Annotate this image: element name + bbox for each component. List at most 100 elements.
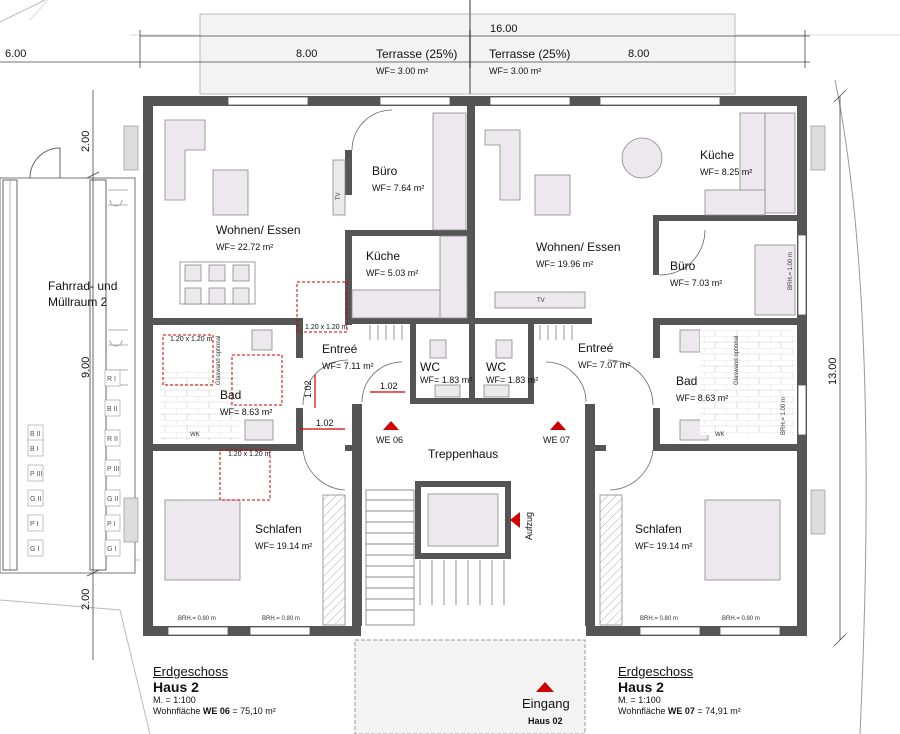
dimension-lines (0, 30, 847, 660)
info-right-area-value: = 74,91 m² (697, 706, 741, 716)
dimension-total: 16.00 (490, 23, 518, 35)
room-schlafen-right-area: WF= 19.14 m² (635, 541, 692, 551)
aufzug-marker-icon (510, 512, 520, 528)
room-kueche-right-name: Küche (700, 148, 734, 162)
brh-label: BRH.= 1.00 m (781, 397, 787, 435)
marker-haus02: Haus 02 (528, 716, 563, 726)
door-dimensions (300, 375, 405, 430)
info-right-area: Wohnfläche WE 07 = 74,91 m² (618, 706, 741, 717)
room-bad-right-name: Bad (676, 374, 697, 388)
info-left-area-value: = 75,10 m² (232, 706, 276, 716)
brh-label: BRH.= 0.80 m (640, 616, 678, 622)
info-left: Erdgeschoss Haus 2 M. = 1:100 Wohnfläche… (153, 664, 276, 717)
door-dimension-2: 1.02 (380, 381, 398, 391)
bike-rack-label: P I (30, 521, 38, 528)
bike-rack-label: B II (107, 406, 118, 413)
room-entree-left-name: Entreé (322, 342, 358, 356)
we06-marker-icon (383, 421, 399, 430)
room-schlafen-left-area: WF= 19.14 m² (255, 541, 312, 551)
brh-label: BRH.= 1.00 m (788, 252, 794, 290)
terrace-left-name: Terrasse (25%) (376, 47, 457, 61)
room-buero-left-name: Büro (372, 164, 398, 178)
room-entree-right-area: WF= 7.07 m² (578, 360, 630, 370)
turning-label: 1.20 x 1.20 m (228, 451, 271, 458)
room-wohnen-left-name: Wohnen/ Essen (216, 223, 301, 237)
room-entree-right-name: Entreé (578, 341, 614, 355)
dimension-offset: 6.00 (5, 48, 26, 60)
glass-label: Glaswand optional (734, 336, 740, 385)
room-bad-right-area: WF= 8.63 m² (676, 393, 728, 403)
room-kueche-left-area: WF= 5.03 m² (366, 268, 418, 278)
brh-label: BRH.= 0.80 m (178, 616, 216, 622)
room-wc-left-name: WC (420, 360, 440, 374)
bike-rack-label: P III (107, 466, 119, 473)
info-right-unit: WE 07 (667, 706, 695, 716)
brh-label: BRH.= 0.80 m (262, 616, 300, 622)
door-swings (302, 109, 706, 491)
dimension-depth: 13.00 (827, 357, 839, 385)
terrace-left-area: WF= 3.00 m² (376, 66, 428, 76)
tv-label: TV (537, 298, 545, 304)
turning-label: 1.20 x 1.20 m (305, 324, 348, 331)
marker-we07: WE 07 (543, 435, 570, 445)
glass-label: Glaswand optional (216, 336, 222, 385)
turning-label: 1.20 x 1.20 m (170, 336, 213, 343)
door-dimension-3: 1.02 (303, 380, 313, 398)
turning-circles (162, 281, 348, 501)
furniture (164, 112, 796, 626)
tv-label: TV (336, 192, 342, 200)
bike-rack-label: G II (107, 496, 118, 503)
room-wc-right-name: WC (486, 360, 506, 374)
entrance-markers (383, 421, 566, 692)
bike-rack-label: B II (30, 431, 41, 438)
room-wc-right-area: WF= 1.83 m² (486, 375, 538, 385)
marker-eingang: Eingang (522, 696, 570, 711)
room-buero-right-name: Büro (670, 259, 696, 273)
room-wohnen-left-area: WF= 22.72 m² (216, 242, 273, 252)
wk-label: WK (190, 432, 200, 438)
bike-rack-label: G II (30, 496, 41, 503)
room-buero-right-area: WF= 7.03 m² (670, 278, 722, 288)
room-bad-left-name: Bad (220, 388, 241, 402)
info-left-title: Erdgeschoss (153, 664, 229, 679)
room-fahrrad-line1: Fahrrad- und (48, 279, 117, 293)
room-aufzug: Aufzug (524, 512, 534, 540)
bike-rack-label: P III (30, 471, 42, 478)
room-fahrrad-line2: Müllraum 2 (48, 295, 108, 309)
room-bad-left-area: WF= 8.63 m² (220, 407, 272, 417)
info-left-house: Haus 2 (153, 679, 199, 695)
bike-room (0, 147, 136, 574)
terrace-right-area: WF= 3.00 m² (489, 66, 541, 76)
bike-rack-label: G I (30, 546, 39, 553)
brh-label: BRH.= 0.80 m (722, 616, 760, 622)
marker-we06: WE 06 (376, 435, 403, 445)
info-left-unit: WE 06 (202, 706, 230, 716)
bike-rack-label: R II (107, 436, 118, 443)
info-left-scale: M. = 1:100 (153, 695, 196, 705)
info-right-house: Haus 2 (618, 679, 664, 695)
room-wohnen-right-area: WF= 19.96 m² (536, 259, 593, 269)
bike-rack-label: G I (107, 546, 116, 553)
bike-rack-label: R I (107, 376, 116, 383)
info-right: Erdgeschoss Haus 2 M. = 1:100 Wohnfläche… (618, 664, 741, 717)
info-right-scale: M. = 1:100 (618, 695, 661, 705)
bath-tiles-right (700, 330, 795, 435)
dimension-side-bottom: 2.00 (80, 589, 92, 610)
room-wohnen-right-name: Wohnen/ Essen (536, 240, 621, 254)
terrace-area (199, 13, 736, 95)
bath-tiles-left (160, 370, 240, 440)
bike-rack-label: B I (30, 446, 39, 453)
info-right-title: Erdgeschoss (618, 664, 694, 679)
eingang-marker-icon (536, 682, 554, 692)
shutter-boxes (123, 125, 826, 543)
room-buero-left-area: WF= 7.64 m² (372, 183, 424, 193)
dimension-right: 8.00 (628, 48, 649, 60)
info-right-area-label: Wohnfläche (618, 706, 666, 716)
room-kueche-left-name: Küche (366, 249, 400, 263)
door-dimension-1: 1.02 (316, 418, 334, 428)
room-schlafen-right-name: Schlafen (635, 522, 682, 536)
dimension-side-mid: 9.00 (80, 357, 92, 378)
wk-label: WK (715, 432, 725, 438)
we07-marker-icon (550, 421, 566, 430)
